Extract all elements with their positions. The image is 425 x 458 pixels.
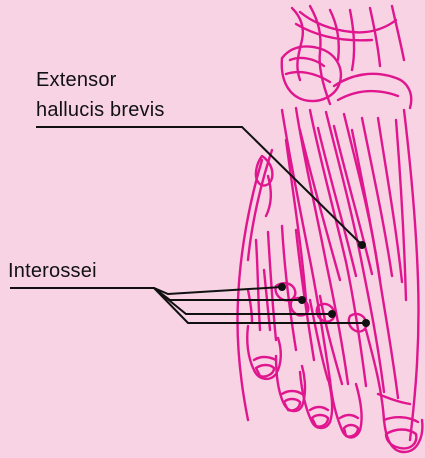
interossei-marker-3 — [328, 310, 336, 318]
foot-drawing — [237, 6, 422, 452]
extensor-hallucis-brevis-label-line-2: hallucis brevis — [36, 98, 165, 122]
extensor-hallucis-brevis-marker — [358, 241, 366, 249]
leader-lines — [10, 127, 366, 323]
interossei-leader-line-1 — [10, 287, 282, 294]
extensor-hallucis-brevis-label-line-1: Extensor — [36, 68, 117, 92]
interossei-label: Interossei — [8, 259, 97, 283]
interossei-marker-2 — [298, 296, 306, 304]
interossei-marker-4 — [362, 319, 370, 327]
interossei-marker-1 — [278, 283, 286, 291]
